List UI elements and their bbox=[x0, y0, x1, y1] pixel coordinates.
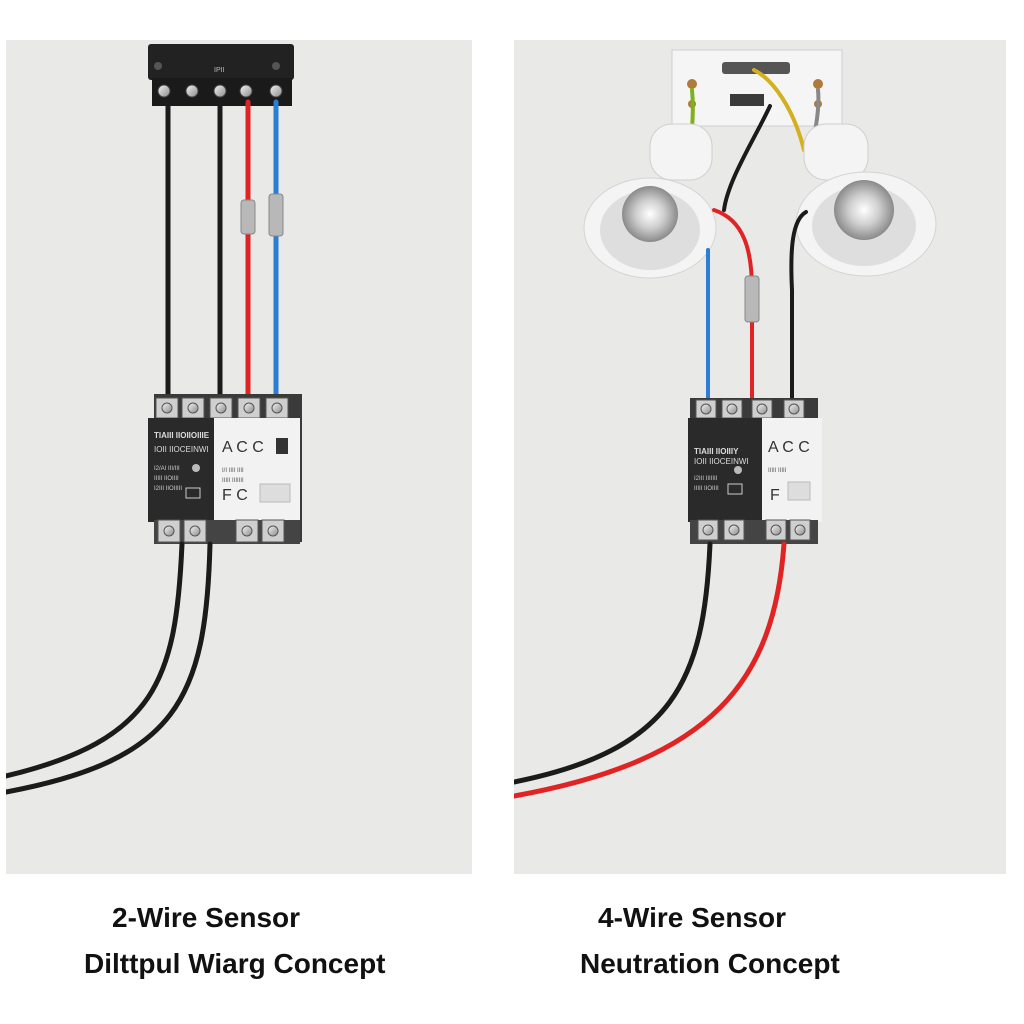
left-bulb-icon bbox=[622, 186, 678, 242]
right-caption-title: 4-Wire Sensor bbox=[598, 902, 787, 933]
right-spotlight bbox=[795, 123, 937, 277]
right-relay-module: TIAIII IIOIIIY IOII IIOCEINWI I2III IIII… bbox=[688, 398, 822, 544]
light-small-2: IIIII IIIIIII bbox=[222, 478, 244, 484]
relay-symbol-icon bbox=[185, 487, 201, 499]
dark-label-3: I2III IIIIIII bbox=[694, 476, 718, 482]
light-small-1: IIIII IIIII bbox=[768, 468, 787, 474]
left-spotlight bbox=[583, 123, 717, 279]
left-caption-subtitle: Dilttpul Wiarg Concept bbox=[84, 948, 386, 979]
dark-label-5: I2III IIOIIIII bbox=[154, 486, 182, 492]
dark-label-4: IIIII IIOIIII bbox=[694, 486, 719, 492]
left-panel: IPII bbox=[6, 40, 472, 874]
right-caption-subtitle: Neutration Concept bbox=[580, 948, 840, 979]
right-wiring-illustration: TIAIII IIOIIIY IOII IIOCEINWI I2III IIII… bbox=[514, 49, 937, 799]
dark-label-2: IOII IIOCEINWI bbox=[154, 445, 209, 454]
status-led-icon bbox=[734, 466, 742, 474]
toggle-lever bbox=[787, 481, 811, 501]
light-label-bottom: F bbox=[770, 487, 780, 504]
right-panel: TIAIII IIOIIIY IOII IIOCEINWI I2III IIII… bbox=[514, 40, 1006, 874]
dark-label-2: IOII IIOCEINWI bbox=[694, 457, 749, 466]
top-terminal-block: IPII bbox=[148, 44, 294, 106]
left-relay-module: TIAIII IIOIIOIIIE IOII IIOCEINWI I2/AI I… bbox=[148, 394, 302, 544]
light-label-top: A C C bbox=[222, 439, 264, 456]
left-wiring-illustration: IPII bbox=[6, 44, 302, 795]
wire-connectors bbox=[240, 193, 284, 237]
dark-label-3: I2/AI III/III bbox=[154, 466, 180, 472]
light-small-1: I/I IIII IIII bbox=[222, 468, 244, 474]
relay-symbol-icon bbox=[727, 483, 743, 495]
light-label-top: A C C bbox=[768, 439, 810, 456]
vertical-wires bbox=[165, 99, 279, 405]
dark-label-1: TIAIII IIOIIOIIIE bbox=[154, 431, 210, 440]
left-caption-title: 2-Wire Sensor bbox=[112, 902, 301, 933]
dark-label-1: TIAIII IIOIIIY bbox=[694, 447, 739, 456]
outgoing-cables bbox=[6, 541, 213, 795]
terminal-block-label: IPII bbox=[214, 67, 225, 74]
outgoing-cables bbox=[514, 541, 787, 799]
wire-connector bbox=[744, 275, 760, 323]
right-bulb-icon bbox=[834, 180, 894, 240]
dark-label-4: IIIII IIOIIII bbox=[154, 476, 179, 482]
toggle-lever bbox=[259, 483, 291, 503]
switch-indicator-icon bbox=[276, 438, 288, 454]
status-led-icon bbox=[192, 464, 200, 472]
light-label-bottom: F C bbox=[222, 487, 248, 504]
